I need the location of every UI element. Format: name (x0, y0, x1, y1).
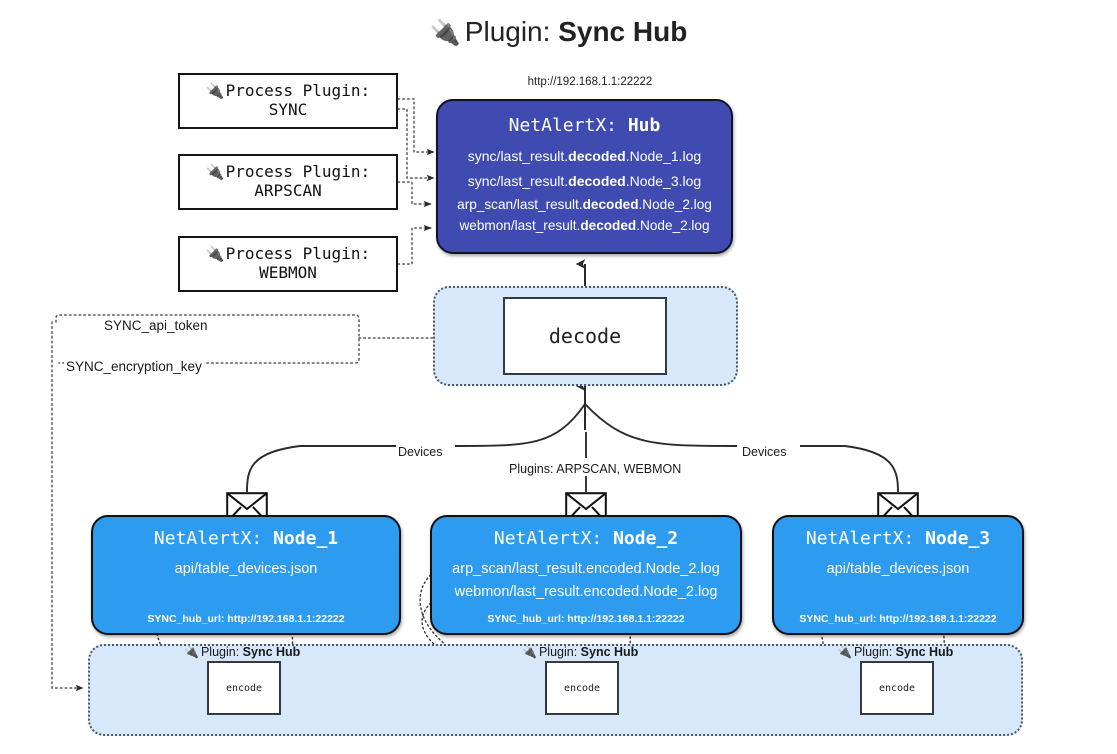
encode-plugin-label-3: 🔌 Plugin: Sync Hub (837, 645, 953, 659)
decode-box[interactable]: decode (503, 297, 667, 375)
node-3-title: NetAlertX: Node_3 (774, 528, 1022, 549)
node-2-app-label: NetAlertX: (493, 528, 603, 549)
hub-log-row: sync/last_result.decoded.Node_3.log (438, 169, 731, 194)
hub-log-mid: decoded (568, 172, 626, 189)
node-1-title: NetAlertX: Node_1 (93, 528, 399, 549)
encode-plugin-prefix: Plugin: (538, 645, 578, 659)
edge-label-plugins: Plugins: ARPSCAN, WEBMON (507, 462, 684, 476)
encode-box-3[interactable]: encode (860, 661, 934, 715)
hub-app-label: NetAlertX: (508, 115, 617, 136)
plug-icon: 🔌 (837, 645, 852, 659)
node-3-app-label: NetAlertX: (805, 528, 915, 549)
hub-log-pre: webmon/last_result. (459, 218, 581, 234)
node-2-title: NetAlertX: Node_2 (432, 528, 740, 549)
node-node-3[interactable]: NetAlertX: Node_3 api/table_devices.json… (772, 515, 1024, 635)
plug-icon: 🔌 (205, 163, 225, 182)
node-node-2[interactable]: NetAlertX: Node_2 arp_scan/last_result.e… (430, 515, 742, 635)
node-3-lines: api/table_devices.json (774, 558, 1022, 581)
hub-name-label: Hub (627, 115, 661, 136)
hub-log-pre: sync/last_result. (467, 148, 569, 164)
process-plugin-webmon-header: 🔌 Process Plugin: (206, 245, 370, 264)
sync-encryption-key-label: SYNC_encryption_key (64, 359, 204, 374)
plug-icon: 🔌 (184, 645, 199, 659)
node-2-lines: arp_scan/last_result.encoded.Node_2.log … (432, 558, 740, 605)
hub-log-post: .Node_2.log (638, 196, 712, 212)
encode-plugin-label-1: 🔌 Plugin: Sync Hub (184, 645, 300, 659)
node-2-line: webmon/last_result.encoded.Node_2.log (454, 584, 718, 601)
hub-log-row: arp_scan/last_result.decoded.Node_2.log (438, 194, 731, 215)
process-plugin-sync-header: 🔌 Process Plugin: (206, 82, 370, 101)
encode-box-1[interactable]: encode (207, 661, 281, 715)
hub-log-row: sync/last_result.decoded.Node_1.log (438, 144, 731, 169)
hub-node[interactable]: NetAlertX: Hub sync/last_result.decoded.… (436, 99, 733, 254)
node-3-name-label: Node_3 (925, 528, 991, 549)
node-1-name-label: Node_1 (273, 528, 339, 549)
node-2-name-label: Node_2 (613, 528, 679, 549)
hub-log-mid: decoded (580, 218, 637, 234)
process-plugin-arpscan-line1: Process Plugin: (225, 162, 371, 182)
plug-icon: 🔌 (205, 82, 225, 101)
hub-log-mid: decoded (568, 148, 626, 164)
hub-log-pre: sync/last_result. (467, 172, 569, 189)
node-2-line: arp_scan/last_result.encoded.Node_2.log (452, 561, 720, 577)
process-plugin-arpscan-header: 🔌 Process Plugin: (206, 163, 370, 182)
plug-icon: 🔌 (205, 245, 225, 264)
node-node-1[interactable]: NetAlertX: Node_1 api/table_devices.json… (91, 515, 401, 635)
encode-plugin-prefix: Plugin: (200, 645, 240, 659)
process-plugin-sync-line2: SYNC (268, 100, 308, 119)
hub-log-row: webmon/last_result.decoded.Node_2.log (438, 215, 731, 236)
hub-url-label: http://192.168.1.1:22222 (527, 76, 653, 88)
encode-plugin-prefix: Plugin: (853, 645, 893, 659)
hub-log-list: sync/last_result.decoded.Node_1.log sync… (438, 144, 731, 237)
page-title-name: Sync Hub (558, 16, 688, 47)
process-plugin-arpscan-line2: ARPSCAN (254, 181, 322, 200)
edge-label-devices-right: Devices (740, 445, 789, 459)
node-2-footer: SYNC_hub_url: http://192.168.1.1:22222 (487, 613, 685, 625)
encode-plugin-name: Sync Hub (242, 645, 301, 659)
hub-title: NetAlertX: Hub (438, 115, 731, 136)
encode-plugin-name: Sync Hub (580, 645, 639, 659)
process-plugin-webmon-line1: Process Plugin: (225, 244, 371, 264)
process-plugin-sync[interactable]: 🔌 Process Plugin: SYNC (178, 73, 398, 129)
plug-icon: 🔌 (522, 645, 537, 659)
plug-icon: 🔌 (429, 19, 461, 47)
node-1-lines: api/table_devices.json (93, 558, 399, 581)
encode-plugin-label-2: 🔌 Plugin: Sync Hub (522, 645, 638, 659)
node-1-app-label: NetAlertX: (153, 528, 263, 549)
sync-api-token-label: SYNC_api_token (102, 318, 210, 333)
page-title: 🔌Plugin: Sync Hub (0, 16, 1117, 48)
hub-log-mid: decoded (582, 196, 639, 212)
node-1-line: api/table_devices.json (174, 561, 318, 577)
encode-box-2[interactable]: encode (545, 661, 619, 715)
process-plugin-sync-line1: Process Plugin: (225, 81, 371, 101)
edge-label-devices-left: Devices (396, 445, 445, 459)
hub-log-post: .Node_1.log (625, 148, 702, 164)
hub-log-post: .Node_3.log (625, 172, 702, 189)
process-plugin-webmon-line2: WEBMON (259, 263, 317, 282)
node-3-line: api/table_devices.json (826, 561, 970, 577)
node-1-footer: SYNC_hub_url: http://192.168.1.1:22222 (147, 613, 345, 625)
hub-log-pre: arp_scan/last_result. (457, 196, 583, 212)
page-title-prefix: Plugin: (464, 16, 551, 47)
encode-plugin-name: Sync Hub (895, 645, 954, 659)
process-plugin-webmon[interactable]: 🔌 Process Plugin: WEBMON (178, 236, 398, 292)
node-3-footer: SYNC_hub_url: http://192.168.1.1:22222 (799, 613, 997, 625)
process-plugin-arpscan[interactable]: 🔌 Process Plugin: ARPSCAN (178, 154, 398, 210)
hub-log-post: .Node_2.log (636, 218, 710, 234)
